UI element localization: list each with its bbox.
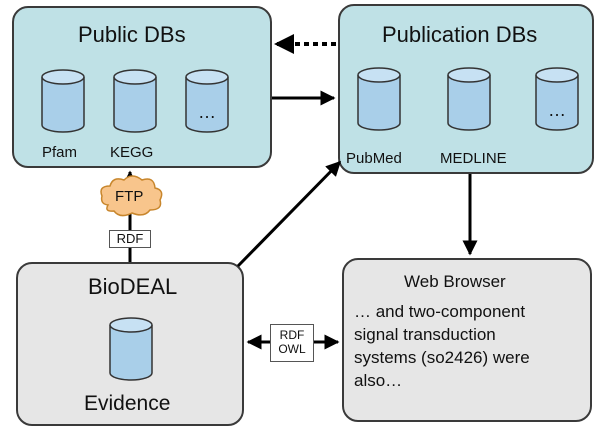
kegg-label: KEGG [110,144,154,161]
biodeal-panel: BioDEAL Evidence [16,262,244,426]
medline-label: MEDLINE [440,150,507,167]
evidence-db-icon [108,316,154,382]
kegg-db-icon [112,68,158,134]
rdf-tag: RDF [109,230,151,248]
arrow-biodeal-to-publication [236,160,342,268]
browser-text-line-1: … and two-component [354,302,526,321]
public-dbs-panel: Public DBs Pfam KEGG … [12,6,272,168]
biodeal-title: BioDEAL [88,274,178,299]
publication-dbs-panel: Publication DBs PubMed MEDLINE … [338,4,594,174]
pfam-label: Pfam [42,144,78,161]
pubmed-db-icon [356,66,402,132]
browser-text-line-4: also… [354,371,403,390]
more-db-ellipsis: … [198,102,216,122]
browser-text-line-2: signal transduction [354,325,496,344]
pfam-db-icon [40,68,86,134]
public-dbs-title: Public DBs [78,22,186,47]
rdf-owl-tag-line-1: RDF [279,328,305,342]
browser-text-line-3: systems (so2426) were [354,348,530,367]
more-publication-ellipsis: … [548,100,566,120]
more-db-icon [184,68,230,134]
rdf-owl-tag: RDF OWL [270,324,314,362]
ftp-label: FTP [115,188,144,205]
more-publication-db-icon [534,66,580,132]
rdf-owl-tag-line-2: OWL [278,342,306,356]
pubmed-label: PubMed [346,150,402,167]
web-browser-panel: Web Browser … and two-component signal t… [342,258,592,422]
web-browser-title: Web Browser [404,272,506,291]
publication-dbs-title: Publication DBs [382,22,538,47]
evidence-label: Evidence [84,392,171,415]
medline-db-icon [446,66,492,132]
